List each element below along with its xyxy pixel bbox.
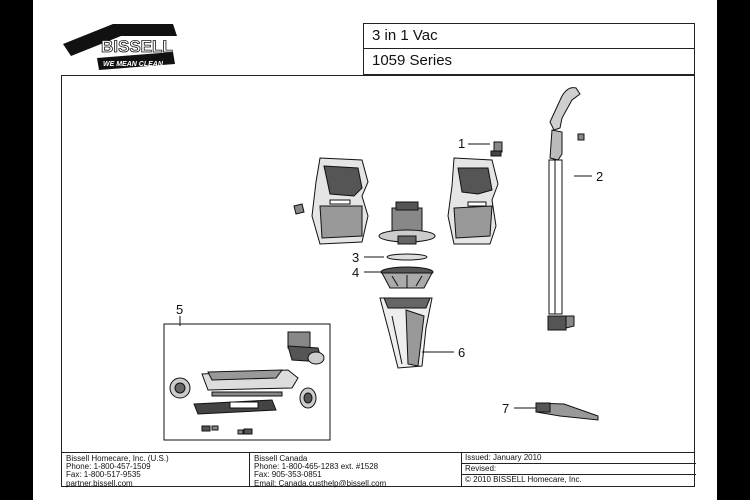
ca-phone: Phone: 1-800-465-1283 ext. #1528: [254, 462, 379, 472]
us-fax: Fax: 1-800-517-9535: [66, 470, 141, 480]
us-company: Bissell Homecare, Inc. (U.S.): [66, 454, 169, 463]
issued-date: Issued: January 2010: [462, 453, 696, 464]
brand-name: BISSELL: [101, 37, 173, 56]
part-small-piece: [293, 203, 305, 215]
callout-3: 3: [352, 250, 359, 265]
footer-us: Bissell Homecare, Inc. (U.S.) Phone: 1-8…: [62, 453, 250, 488]
brand-tagline: WE MEAN CLEAN: [103, 61, 164, 68]
footer: Bissell Homecare, Inc. (U.S.) Phone: 1-8…: [61, 453, 696, 488]
diagram-frame: 1 2 3 4 5 6 7: [61, 75, 695, 453]
callout-7: 7: [502, 401, 509, 416]
part-filter: [380, 266, 434, 289]
title-box: 3 in 1 Vac 1059 Series: [363, 23, 695, 75]
ca-email: Email: Canada.custhelp@bissell.com: [254, 478, 387, 488]
callout-4: 4: [352, 265, 359, 280]
part-body-right: [447, 157, 499, 245]
leader-lines: [179, 143, 592, 409]
part-clip: [490, 141, 503, 157]
exploded-diagram: 1 2 3 4 5 6 7: [163, 87, 603, 441]
footer-revision: Issued: January 2010 Revised: © 2010 BIS…: [462, 453, 696, 486]
ca-company: Bissell Canada: [254, 454, 308, 463]
revised-date: Revised:: [462, 464, 696, 475]
parts-sheet: BISSELL WE MEAN CLEAN 3 in 1 Vac 1059 Se…: [33, 0, 717, 500]
callout-2: 2: [596, 169, 603, 184]
us-web: partner.bissell.com: [66, 478, 133, 488]
us-phone: Phone: 1-800-457-1509: [66, 462, 151, 472]
footer-canada: Bissell Canada Phone: 1-800-465-1283 ext…: [250, 453, 462, 488]
callout-5: 5: [176, 302, 183, 317]
part-motor: [378, 201, 436, 245]
part-handle-wand: [547, 87, 585, 331]
ca-fax: Fax: 905-353-0851: [254, 470, 322, 480]
part-body-left: [311, 157, 369, 245]
bissell-logo: BISSELL WE MEAN CLEAN: [63, 24, 177, 70]
product-name: 3 in 1 Vac: [364, 24, 694, 49]
part-crevice-tool: [535, 402, 599, 421]
part-seal-ring: [386, 253, 428, 261]
part-dirt-cup: [379, 297, 433, 369]
part-floor-nozzle: [169, 331, 325, 435]
callout-6: 6: [458, 345, 465, 360]
callout-1: 1: [458, 136, 465, 151]
product-series: 1059 Series: [372, 52, 453, 69]
copyright: © 2010 BISSELL Homecare, Inc.: [465, 475, 582, 484]
